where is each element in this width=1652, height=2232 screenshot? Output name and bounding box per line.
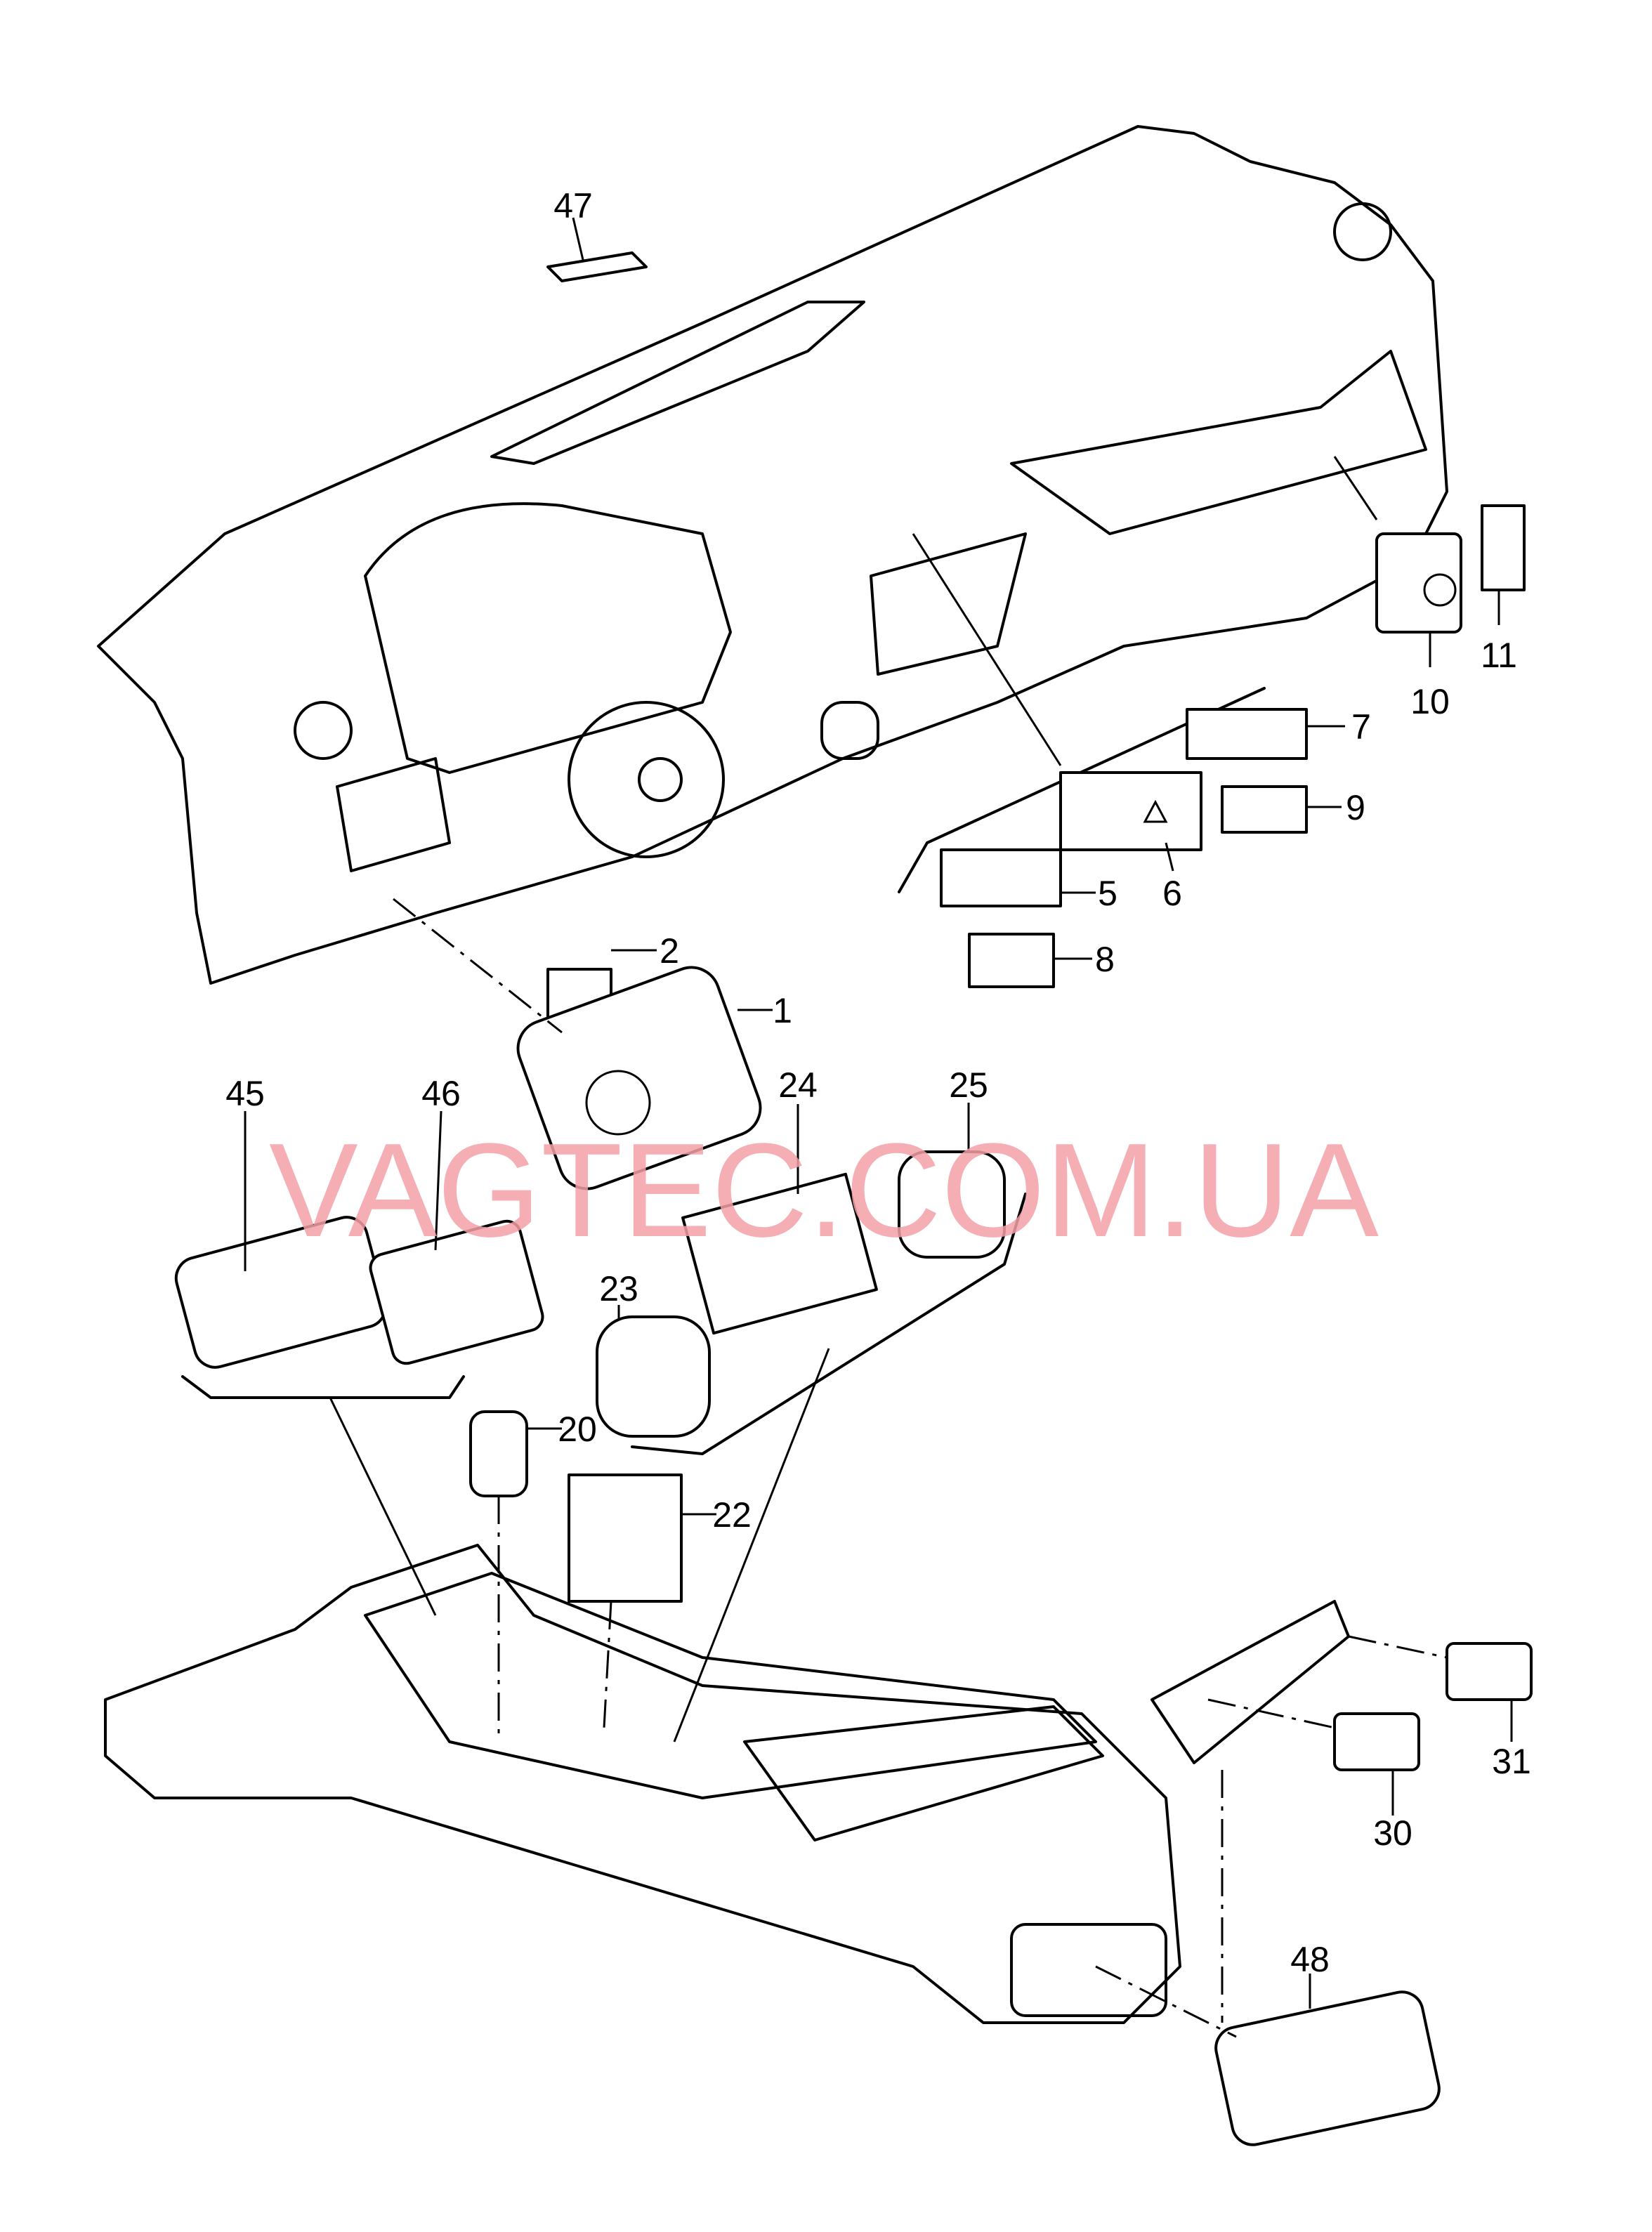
callout-22: 22 [712,1495,752,1535]
callout-46: 46 [421,1074,461,1113]
part-10 [1375,532,1462,634]
part-25 [898,1150,1006,1259]
callout-1: 1 [773,991,792,1030]
callout-45: 45 [225,1074,265,1113]
center-console-outline [104,1544,1181,2024]
part-5 [940,848,1062,907]
callout-6: 6 [1162,874,1182,913]
part-11 [1481,504,1526,591]
part-30 [1333,1712,1420,1771]
callout-30: 30 [1373,1813,1412,1853]
dashboard-outline [97,125,1448,985]
part-6 [1059,771,1202,851]
callout-11: 11 [1481,636,1517,675]
callout-10: 10 [1410,682,1450,721]
part-22 [568,1473,683,1603]
callout-47: 47 [553,186,593,225]
callout-24: 24 [778,1065,818,1105]
callout-8: 8 [1095,940,1115,979]
callout-9: 9 [1346,788,1365,827]
part-46 [369,1219,544,1365]
callout-7: 7 [1351,707,1371,747]
callout-2: 2 [660,931,679,971]
part-24 [681,1172,878,1335]
part-47 [546,251,648,282]
part-8 [968,933,1055,988]
part-7 [1186,708,1308,760]
callout-20: 20 [558,1410,597,1449]
part-9 [1221,785,1308,834]
callout-31: 31 [1492,1742,1531,1781]
watermark: VAGTEC.COM.UA [269,1116,1379,1265]
part-23 [596,1315,711,1438]
seat-heat-bezel [1150,1600,1350,1764]
part-20 [469,1410,528,1497]
part-48 [1214,1990,1441,2146]
callout-5: 5 [1098,874,1117,913]
callout-25: 25 [949,1065,988,1105]
part-31 [1446,1642,1533,1701]
callout-48: 48 [1290,1940,1330,1979]
callouts: 47 10 11 7 9 5 6 8 2 1 25 24 23 45 46 20… [225,186,1531,1979]
callout-23: 23 [599,1269,638,1308]
